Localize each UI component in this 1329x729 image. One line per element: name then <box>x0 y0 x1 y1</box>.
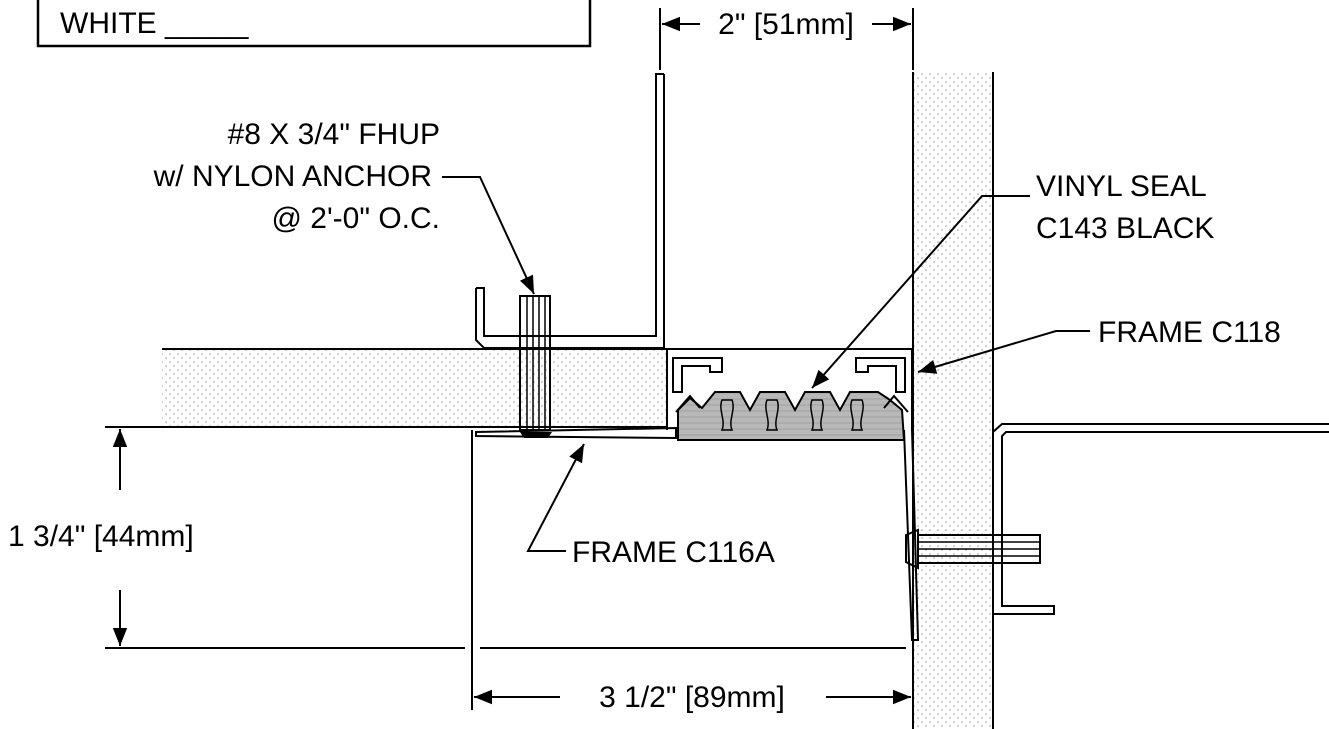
dimension-left-label: 1 3/4" [44mm] <box>8 520 194 553</box>
finish-box-text: WHITE _____ <box>60 7 250 40</box>
fastener-label-line1: #8 X 3/4" FHUP <box>228 118 440 151</box>
dimension-top-label: 2" [51mm] <box>718 8 854 41</box>
dimension-top: 2" [51mm] <box>662 8 911 41</box>
seal-label-line2: C143 BLACK <box>1036 212 1214 245</box>
frame-c116a-label: FRAME C116A <box>572 536 775 569</box>
finish-box: WHITE _____ <box>36 0 592 48</box>
fastener-callout: #8 X 3/4" FHUP w/ NYLON ANCHOR @ 2'-0" O… <box>153 118 535 295</box>
jamb-anchor <box>903 429 1041 641</box>
frame-c116a-extrusion <box>475 426 677 440</box>
upper-channel <box>475 73 665 349</box>
vinyl-seal <box>675 391 909 441</box>
frame-c118-label: FRAME C118 <box>1098 316 1281 349</box>
vinyl-seal-callout: VINYL SEAL C143 BLACK <box>811 170 1214 389</box>
dimension-bottom: 3 1/2" [89mm] <box>474 681 911 714</box>
fastener-label-line2: w/ NYLON ANCHOR <box>153 160 432 193</box>
wall-section <box>912 72 994 729</box>
seal-label-line1: VINYL SEAL <box>1036 170 1207 203</box>
frame-c118-extrusion <box>666 348 913 430</box>
fastener-anchor <box>519 295 551 431</box>
door-panel-section <box>162 348 667 428</box>
dimension-bottom-label: 3 1/2" [89mm] <box>599 681 785 714</box>
frame-c118-callout: FRAME C118 <box>917 316 1281 374</box>
fastener-label-line3: @ 2'-0" O.C. <box>271 202 440 235</box>
adjacent-frame <box>992 423 1329 615</box>
extension-lines <box>105 8 914 710</box>
dimension-left: 1 3/4" [44mm] <box>8 429 194 646</box>
frame-c116a-callout: FRAME C116A <box>526 443 775 569</box>
